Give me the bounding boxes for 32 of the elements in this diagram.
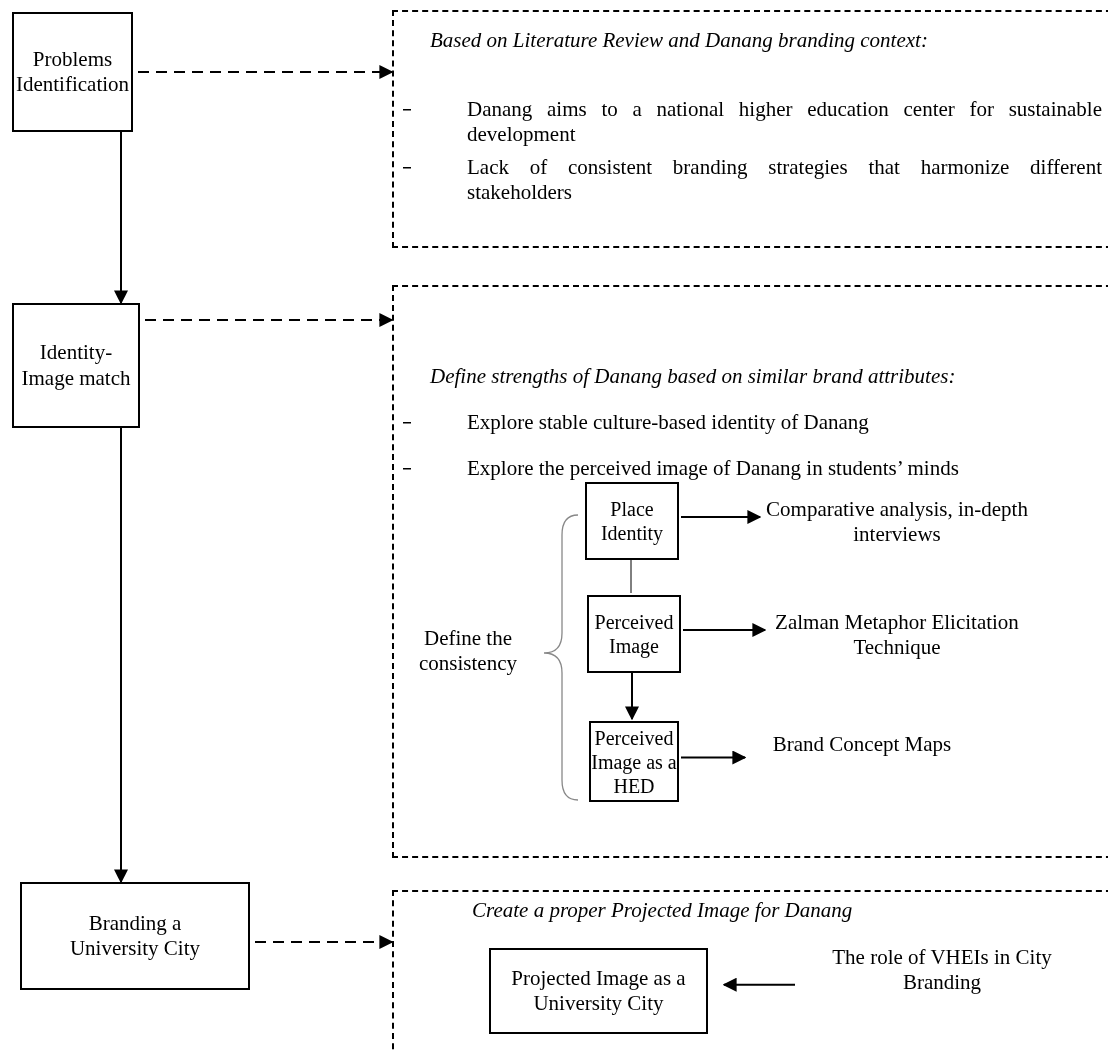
arrow — [625, 670, 639, 721]
method-text: The role of VHEIs in City Branding — [831, 944, 1053, 996]
process-box: Perceived Image — [587, 595, 681, 673]
method-text: Brand Concept Maps — [772, 732, 952, 758]
dashed-panel — [392, 10, 1108, 248]
dashed-panel — [392, 285, 1108, 858]
dashed-arrow — [144, 313, 394, 327]
process-box: Identity-Image match — [12, 303, 140, 428]
bullet-text: Lack of consistent branding strategies that harmonize different stakeholders — [467, 155, 1102, 206]
arrow — [680, 750, 747, 765]
bullet-text: Danang aims to a national higher education center for sustainable development — [467, 97, 1102, 148]
process-box: Projected Image as a University City — [489, 948, 708, 1034]
method-text: Zalman Metaphor Elicitation Technique — [774, 609, 1020, 661]
bullet-text: Explore the perceived image of Danang in students’ minds — [467, 456, 960, 482]
process-box: Problems Identification — [12, 12, 133, 132]
process-box: Place Identity — [585, 482, 679, 560]
panel-heading: Based on Literature Review and Danang branding context: — [430, 28, 929, 54]
method-text: Comparative analysis, in-depth interviews — [765, 496, 1029, 548]
arrow — [722, 977, 796, 992]
bracket-label: Define the consistency — [418, 626, 518, 677]
arrow — [682, 623, 767, 637]
panel-heading: Create a proper Projected Image for Danang — [472, 898, 854, 924]
process-box: Branding a University City — [20, 882, 250, 990]
panel-heading: Define strengths of Danang based on similar brand attributes: — [430, 364, 957, 390]
arrow — [114, 427, 128, 884]
connector-line — [630, 557, 632, 594]
bullet-text: Explore stable culture-based identity of Danang — [467, 410, 870, 436]
arrow — [114, 131, 128, 305]
dashed-arrow — [137, 65, 394, 79]
arrow — [680, 510, 762, 524]
process-box: Perceived Image as a HED — [589, 721, 679, 802]
dashed-arrow — [254, 935, 394, 949]
